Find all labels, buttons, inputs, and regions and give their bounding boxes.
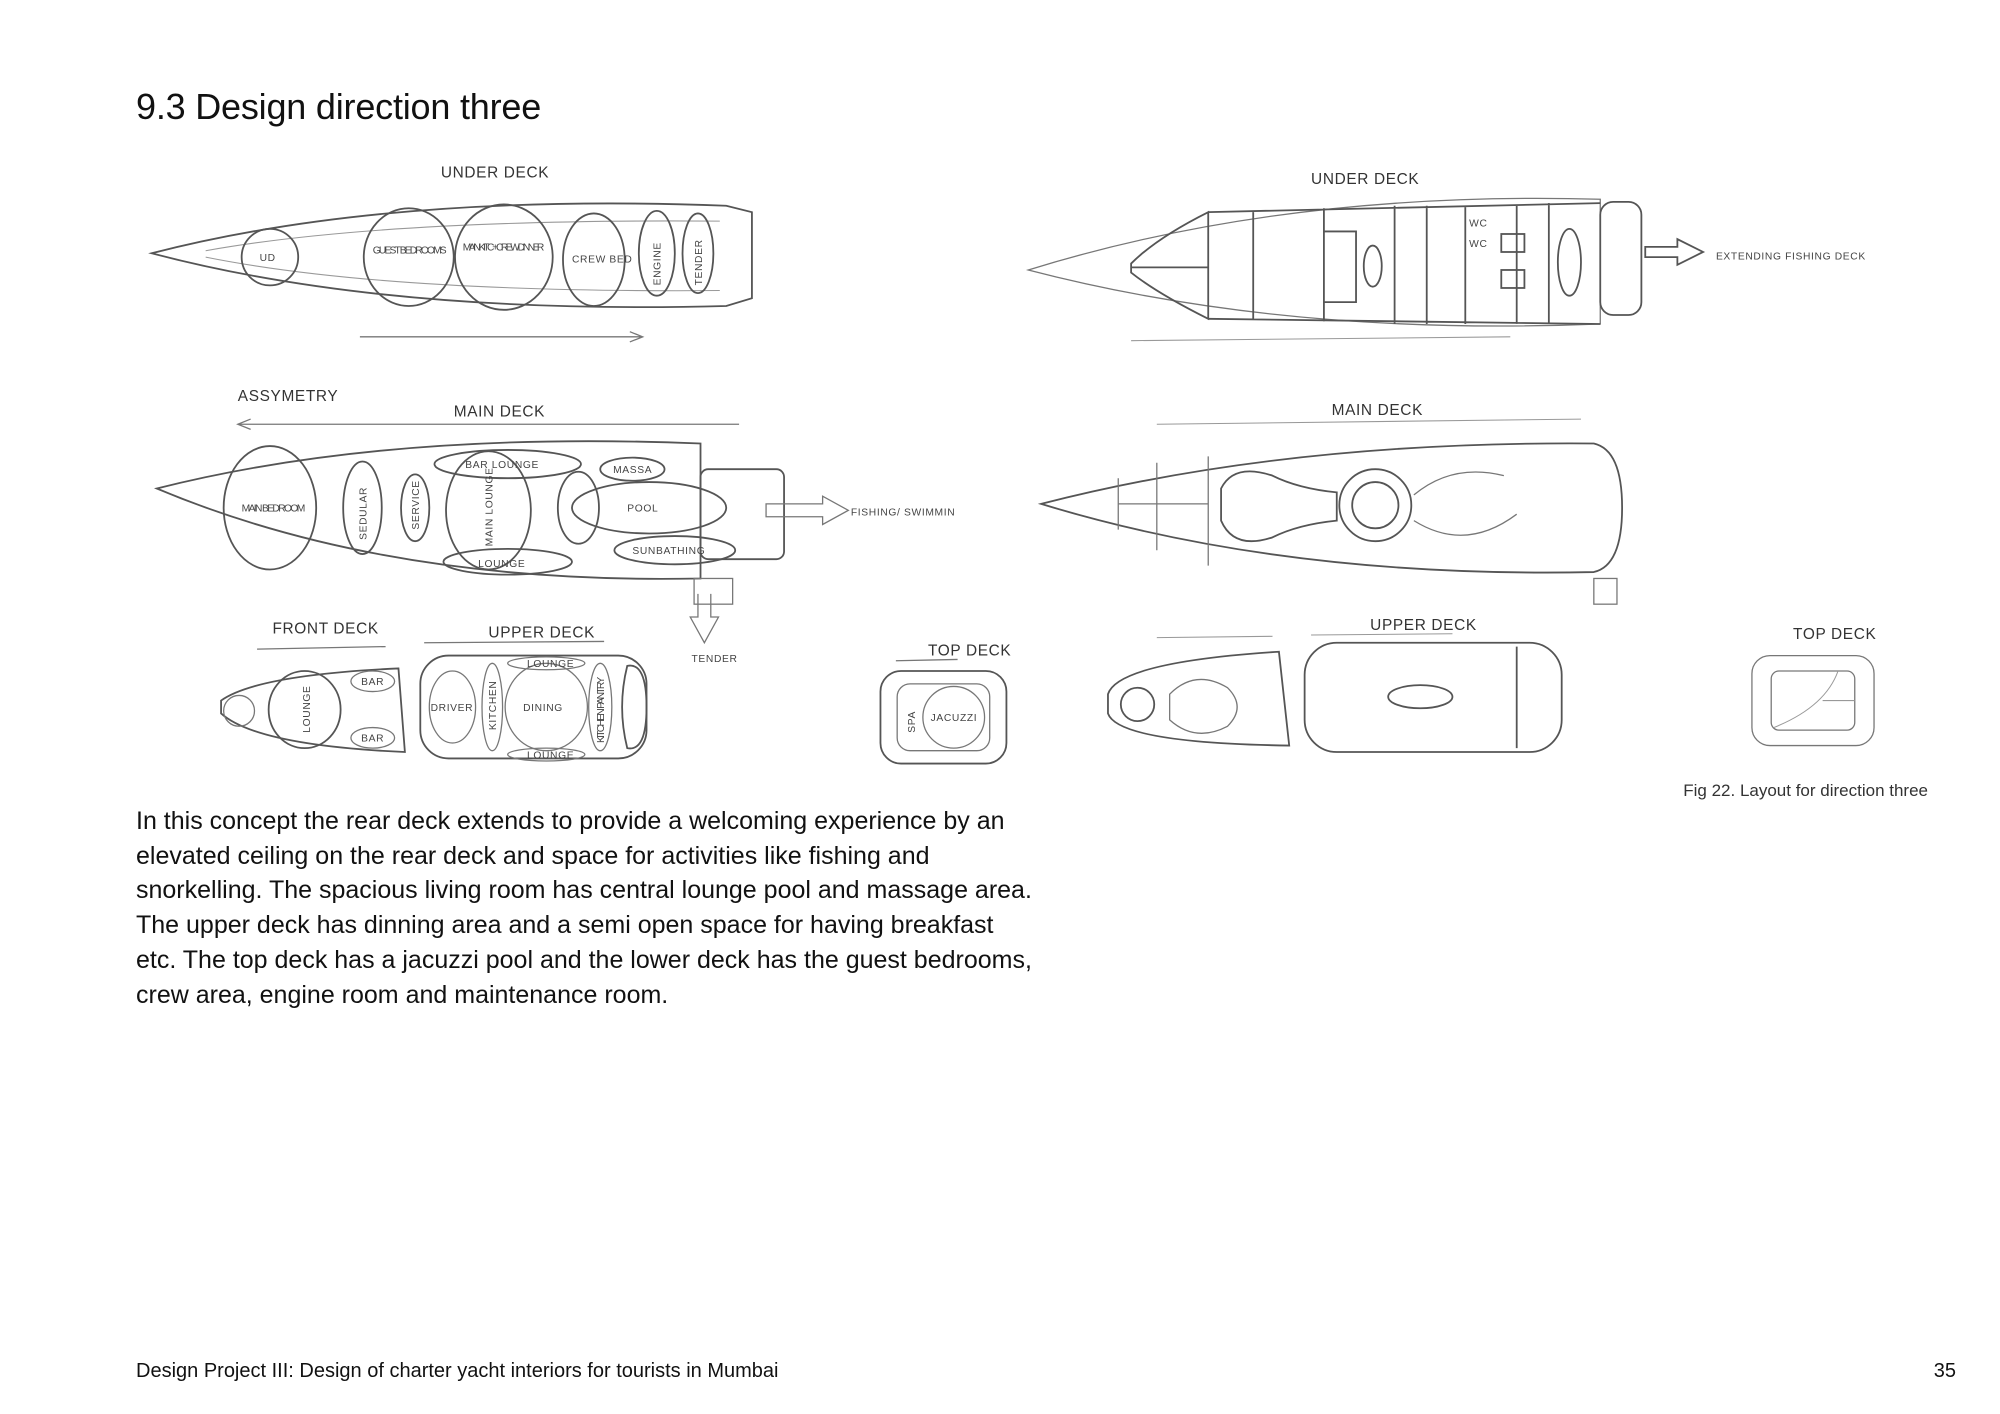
room-label: DINING bbox=[523, 703, 563, 714]
room-ud bbox=[240, 227, 300, 287]
room-label: BAR bbox=[361, 734, 384, 745]
main-deck-hull bbox=[1037, 442, 1624, 574]
room-label: BAR bbox=[361, 677, 384, 688]
top-deck-shape bbox=[1751, 654, 1875, 747]
room-label: BAR LOUNGE bbox=[465, 460, 539, 471]
footer-title: Design Project III: Design of charter ya… bbox=[136, 1360, 779, 1382]
room-label: LOUNGE bbox=[527, 750, 574, 761]
room-label: SERVICE bbox=[411, 480, 422, 529]
under-deck-label: UNDER DECK bbox=[441, 164, 549, 181]
room-label: TENDER bbox=[694, 239, 705, 285]
main-deck-label: MAIN DECK bbox=[1332, 402, 1423, 419]
room-label: MASSA bbox=[613, 465, 652, 476]
room-guest-bedrooms bbox=[362, 207, 455, 307]
top-deck-label: TOP DECK bbox=[1793, 626, 1876, 643]
right-sketch: UNDER DECK WC WC EXTENDING FISHING DECK … bbox=[1025, 171, 1876, 753]
room-label: LOUNGE bbox=[527, 659, 574, 670]
section-heading: 9.3 Design direction three bbox=[136, 86, 542, 127]
body-paragraph: In this concept the rear deck extends to… bbox=[136, 807, 1032, 1009]
main-deck-label: MAIN DECK bbox=[454, 404, 545, 421]
wc-label: WC bbox=[1469, 239, 1487, 250]
room-label: SEDULAR bbox=[358, 487, 369, 540]
under-deck-hull bbox=[148, 202, 753, 309]
wc-label: WC bbox=[1469, 218, 1487, 229]
top-deck-label: TOP DECK bbox=[928, 643, 1011, 660]
room-label: LOUNGE bbox=[478, 559, 525, 570]
room-label: UD bbox=[260, 253, 276, 264]
room-label: MAIN BEDROOM bbox=[242, 504, 306, 515]
room-label: SPA bbox=[907, 711, 918, 733]
room-crew-bed bbox=[562, 212, 626, 307]
assymetry-label: ASSYMETRY bbox=[238, 388, 339, 405]
room-label: GUEST BEDROOMS bbox=[373, 245, 448, 256]
upper-deck-label: UPPER DECK bbox=[1370, 617, 1477, 634]
front-deck-label: FRONT DECK bbox=[272, 621, 378, 638]
under-deck-hull bbox=[1025, 197, 1601, 327]
room-label: KITCHEN bbox=[488, 681, 499, 731]
room-label: MAIN LOUNGE bbox=[484, 467, 495, 546]
fishing-label: FISHING/ SWIMMIN bbox=[851, 507, 955, 518]
front-deck-shape bbox=[1107, 650, 1291, 747]
upper-deck-label: UPPER DECK bbox=[488, 625, 595, 642]
top-deck-shape bbox=[879, 670, 1008, 765]
room-label: SUNBATHING bbox=[632, 546, 705, 557]
room-label: ENGINE bbox=[653, 242, 664, 285]
extending-label: EXTENDING FISHING DECK bbox=[1716, 252, 1866, 263]
room-tender bbox=[681, 212, 715, 295]
room-label: DRIVER bbox=[431, 703, 474, 714]
figure-caption: Fig 22. Layout for direction three bbox=[1683, 781, 1928, 800]
room-label: POOL bbox=[627, 504, 658, 515]
front-deck-shape bbox=[220, 667, 406, 753]
room-label: KITCHEN PANTRY bbox=[596, 676, 607, 743]
room-label: JACUZZI bbox=[931, 713, 978, 724]
room-label: CREW BED bbox=[572, 254, 632, 265]
page-number: 35 bbox=[1933, 1360, 1956, 1382]
room-label: LOUNGE bbox=[302, 685, 313, 732]
room-main-kitchen bbox=[454, 203, 554, 311]
room-engine bbox=[637, 209, 676, 297]
room-label: MAIN KITC + CREW DINNER bbox=[463, 243, 545, 254]
upper-deck-shape bbox=[1303, 641, 1563, 753]
left-sketch: UNDER DECK UD GUEST BEDROOMS MAIN KITC +… bbox=[148, 164, 1011, 765]
under-deck-label: UNDER DECK bbox=[1311, 171, 1419, 188]
tender-label: TENDER bbox=[692, 654, 738, 665]
